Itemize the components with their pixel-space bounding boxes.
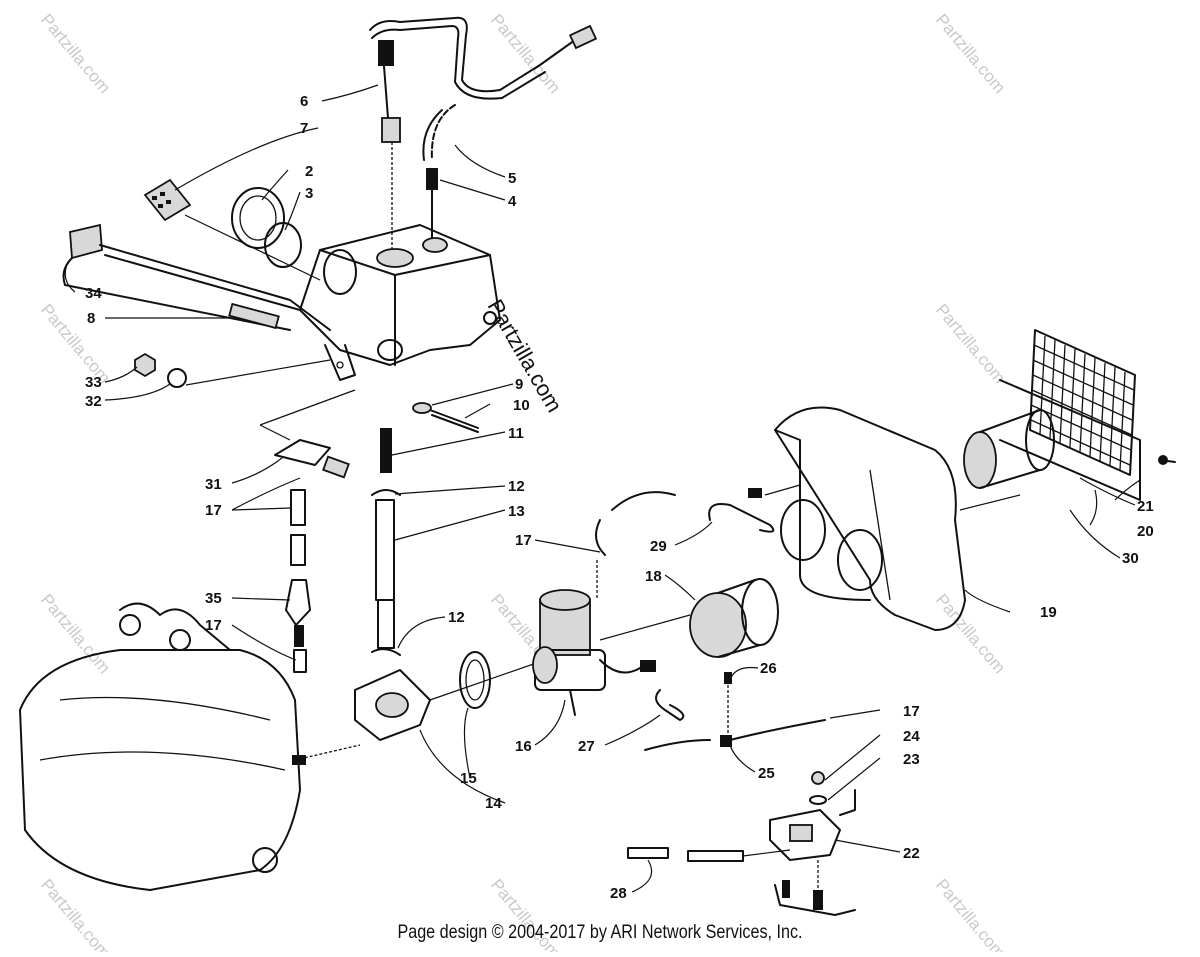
callout-25: 25: [758, 765, 775, 782]
callout-11: 11: [508, 425, 524, 442]
watermark-text: Partzilla.com: [37, 300, 114, 387]
watermark-text: Partzilla.com: [932, 590, 1009, 677]
intake-flange: [354, 651, 546, 741]
callout-4: 4: [508, 193, 517, 210]
callout-28: 28: [610, 885, 627, 902]
callout-24: 24: [903, 728, 920, 745]
callout-13: 13: [508, 503, 525, 520]
callout-31: 31: [205, 476, 222, 493]
callout-35: 35: [205, 590, 222, 607]
callout-17: 17: [515, 532, 532, 549]
callout-2: 2: [305, 163, 313, 180]
callout-8: 8: [87, 310, 95, 327]
callout-12: 12: [508, 478, 525, 495]
callout-34: 34: [85, 285, 102, 302]
engine-block: [19, 602, 361, 891]
callout-15: 15: [460, 770, 477, 787]
callout-14: 14: [485, 795, 502, 812]
check-valve-assembly: [274, 439, 350, 673]
intake-boot: [689, 578, 779, 658]
callout-7: 7: [300, 120, 308, 137]
watermark-text: Partzilla.com: [37, 10, 114, 97]
mounting-bracket: [62, 223, 331, 331]
fuel-lines: [644, 672, 826, 751]
hose-clip: [708, 484, 801, 533]
decal-and-cap: [143, 178, 321, 281]
callout-19: 19: [1040, 604, 1057, 621]
callout-17: 17: [205, 502, 222, 519]
carb-vent-hose: [595, 491, 676, 600]
oil-tank: [299, 224, 501, 381]
callout-27: 27: [578, 738, 595, 755]
arrestor-and-screen: [959, 329, 1176, 511]
callout-20: 20: [1137, 523, 1154, 540]
callout-10: 10: [513, 397, 530, 414]
callout-leaders: [64, 84, 1141, 893]
watermark-text: Partzilla.com: [932, 300, 1009, 387]
callout-12: 12: [448, 609, 465, 626]
callout-18: 18: [645, 568, 662, 585]
watermark-text: Partzilla.com: [37, 590, 114, 677]
nut-and-washer: [134, 352, 356, 441]
spacer: [228, 302, 280, 330]
watermark-text: Partzilla.com: [932, 10, 1009, 97]
callout-17: 17: [903, 703, 920, 720]
fuel-pump: [769, 771, 856, 916]
callout-17: 17: [205, 617, 222, 634]
oil-line: [371, 428, 401, 656]
callout-22: 22: [903, 845, 920, 862]
callout-33: 33: [85, 374, 102, 391]
callout-26: 26: [760, 660, 777, 677]
air-silencer: [774, 406, 966, 631]
vent-hose: [422, 104, 456, 241]
callout-6: 6: [300, 93, 308, 110]
oil-level-sender: [369, 16, 598, 250]
fuel-hoses-lower: [627, 847, 791, 862]
callout-29: 29: [650, 538, 667, 555]
copyright-footer: Page design © 2004-2017 by ARI Network S…: [397, 922, 803, 943]
callout-23: 23: [903, 751, 920, 768]
mesh-screen: [1029, 329, 1136, 476]
carburetor: [532, 589, 691, 716]
bolt: [412, 402, 479, 433]
callout-32: 32: [85, 393, 102, 410]
callout-9: 9: [515, 376, 523, 393]
callout-5: 5: [508, 170, 516, 187]
callout-21: 21: [1137, 498, 1154, 515]
callout-16: 16: [515, 738, 532, 755]
callout-3: 3: [305, 185, 313, 202]
callout-30: 30: [1122, 550, 1139, 567]
callout-labels: 2 3 4 5 6 7 8 9 10 11 12 12 13 14 15 16 …: [85, 93, 1154, 902]
